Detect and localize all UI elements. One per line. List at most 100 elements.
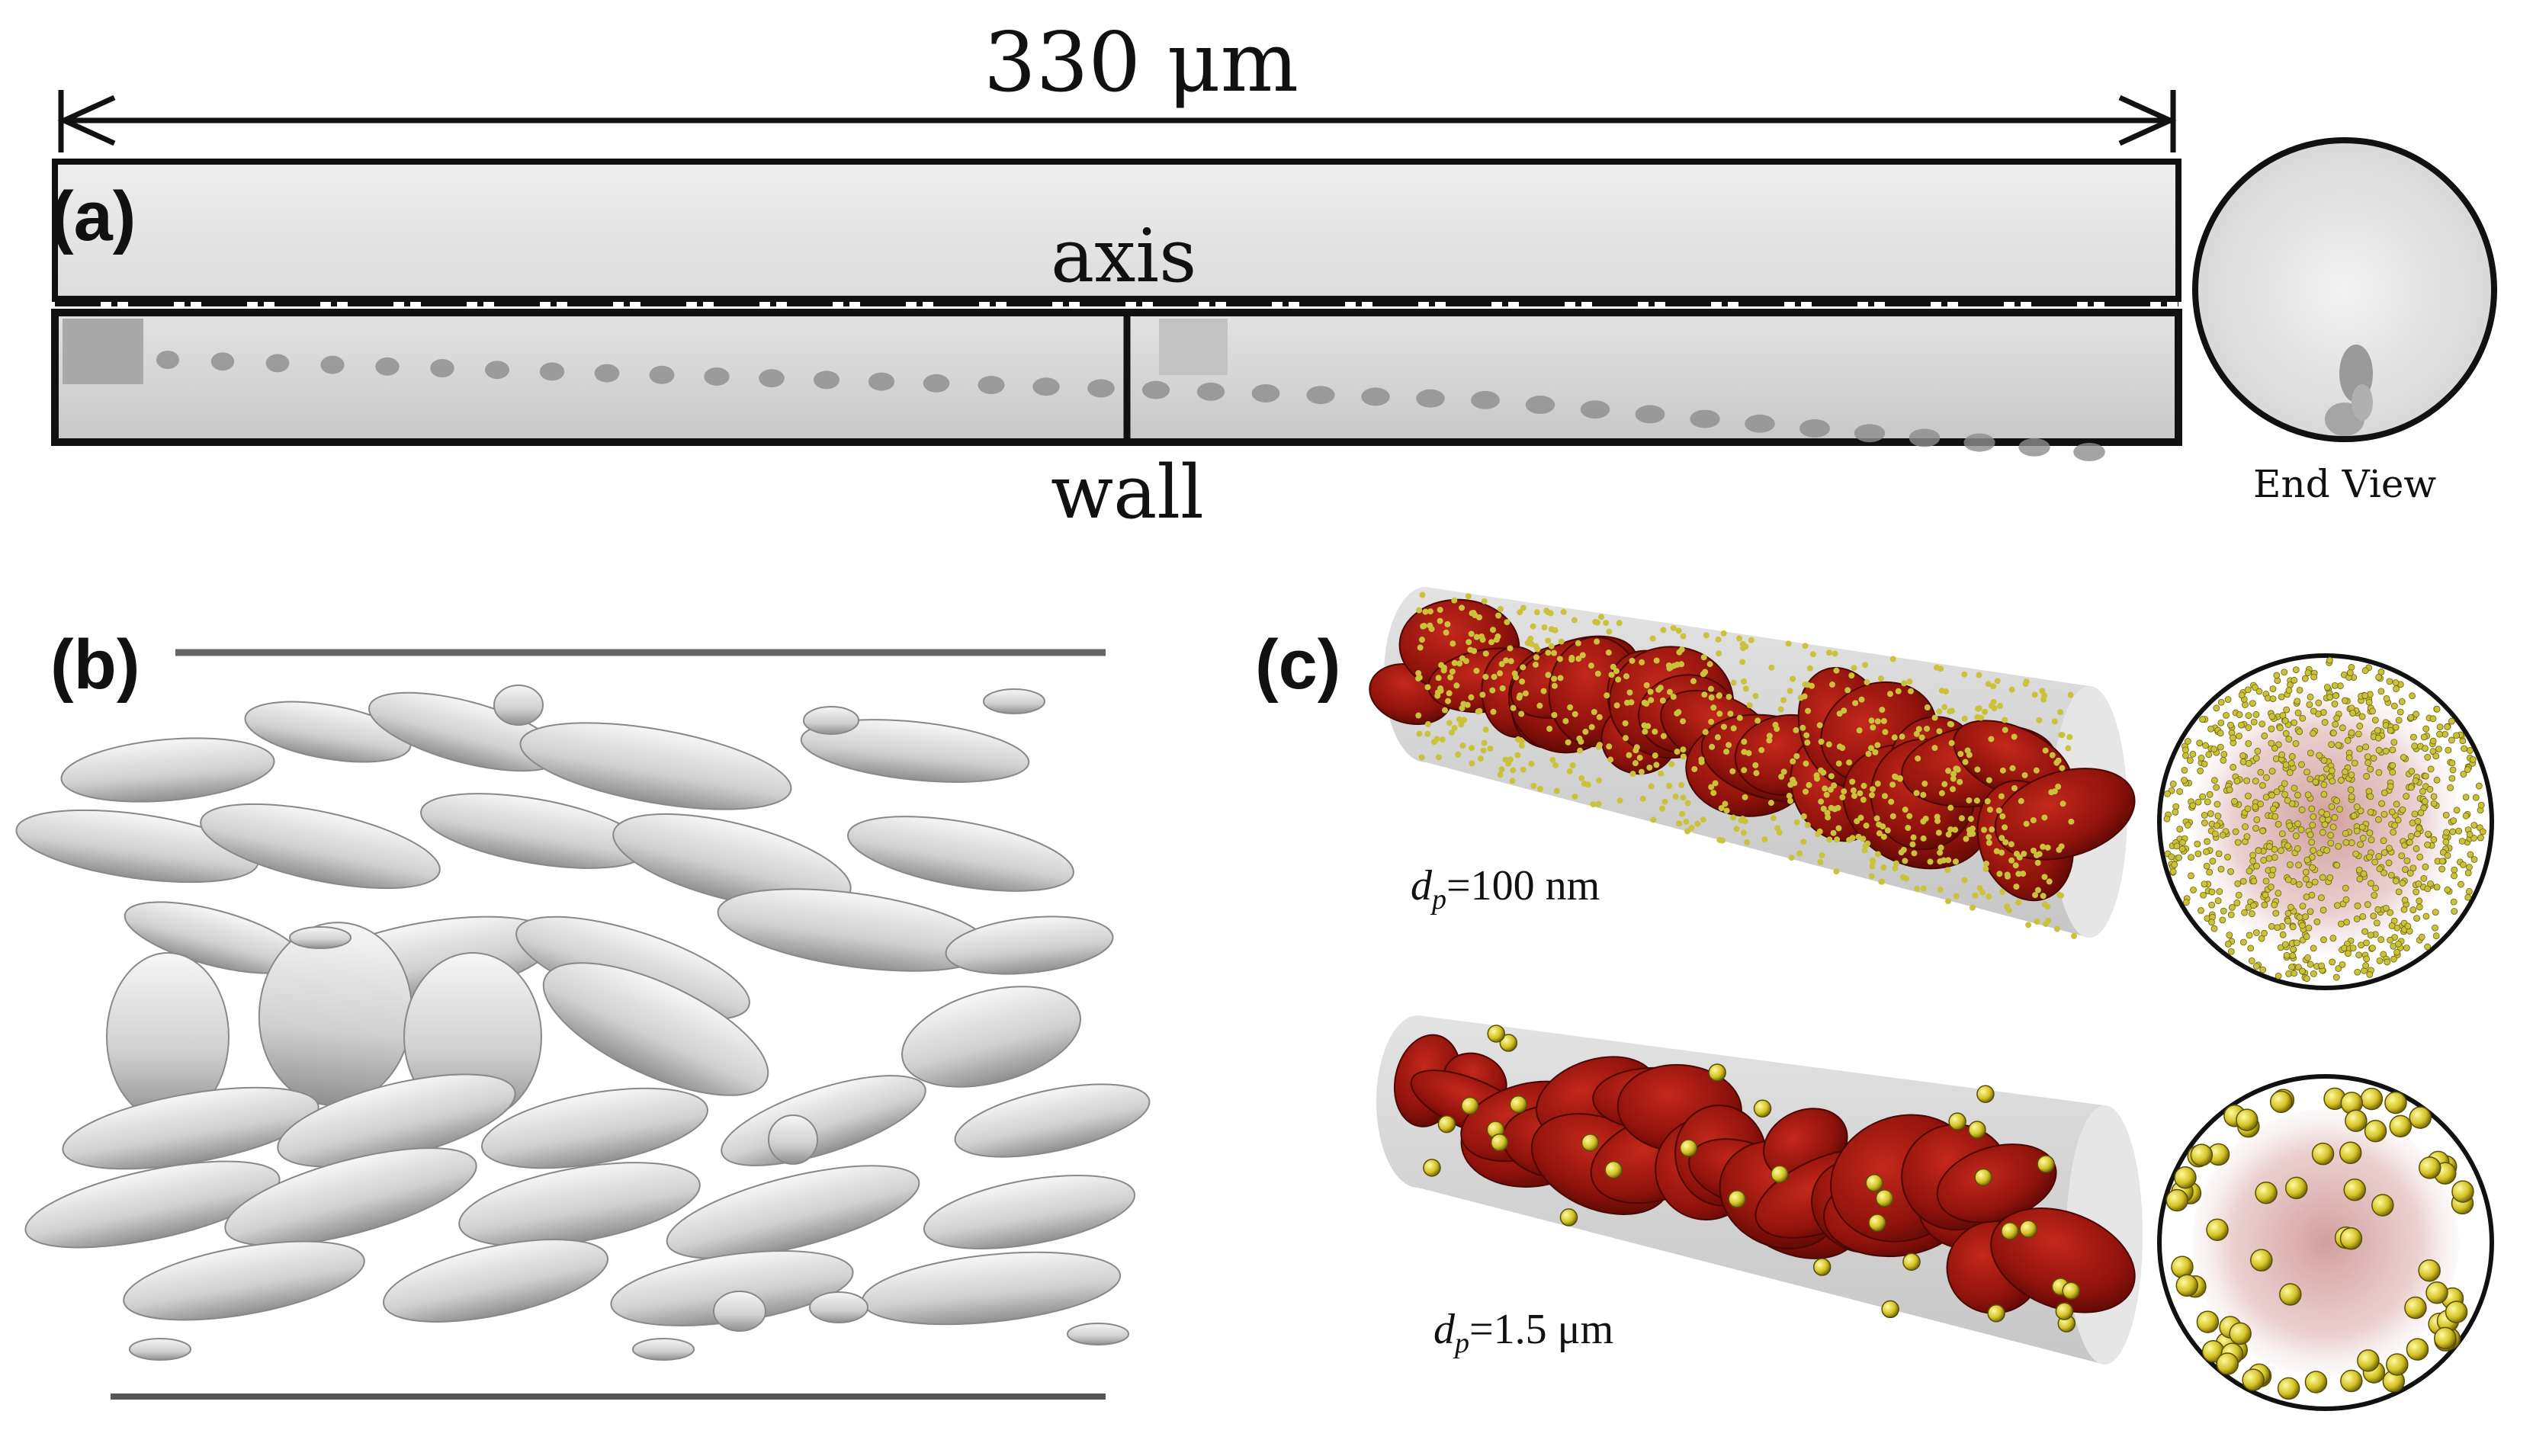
nanoparticle (1584, 781, 1591, 788)
nanoparticle (1509, 778, 1516, 784)
microparticle (2196, 1310, 2220, 1333)
nanoparticle (2320, 781, 2328, 788)
nanoparticle (2184, 822, 2191, 829)
nanoparticle (2291, 970, 2298, 977)
nanoparticle (2302, 868, 2310, 876)
nanoparticle (1710, 704, 1717, 711)
nanoparticle (1639, 795, 1646, 802)
nanoparticle (2375, 746, 2383, 754)
nanoparticle (2268, 725, 2275, 733)
nanoparticle (2301, 675, 2309, 682)
nanoparticle (1733, 826, 1740, 832)
nanoparticle (2363, 939, 2370, 947)
nanoparticle (2453, 807, 2461, 814)
nanoparticle (1536, 786, 1543, 793)
nanoparticle (2252, 710, 2260, 718)
nanoparticle (2315, 699, 2323, 707)
nanoparticle (2365, 698, 2373, 706)
nanoparticle (1985, 681, 1992, 688)
nanoparticle (1979, 889, 1986, 896)
nanoparticle (1922, 815, 1929, 822)
nanoparticle (1560, 608, 1567, 615)
nanoparticle (1520, 766, 1527, 773)
nanoparticle (2319, 829, 2326, 836)
nanoparticle (2254, 748, 2262, 755)
microparticle (1679, 1139, 1698, 1157)
nanoparticle (1416, 607, 1423, 614)
nanoparticle (1767, 800, 1774, 807)
nanoparticle (1991, 705, 1998, 712)
nanoparticle (1545, 637, 1552, 644)
nanoparticle (1647, 688, 1654, 695)
nanoparticle (2261, 901, 2268, 909)
nanoparticle (1860, 797, 1867, 803)
rbc-small (713, 1291, 766, 1332)
nanoparticle (1963, 835, 1970, 842)
nanoparticle (1434, 692, 1441, 699)
nanoparticle (2268, 713, 2276, 720)
nanoparticle (1961, 671, 1968, 678)
nanoparticle (1975, 705, 1982, 712)
nanoparticle (1921, 781, 1928, 787)
nanoparticle (2252, 755, 2260, 762)
nanoparticle (2408, 768, 2416, 775)
nanoparticle (2422, 863, 2429, 871)
particle-size-label-top: dp=100 nm (1411, 862, 1600, 916)
nanoparticle (2223, 711, 2230, 719)
nanoparticle (1455, 751, 1462, 758)
nanoparticle (2040, 893, 2047, 900)
nanoparticle (1741, 739, 1748, 746)
nanoparticle (1437, 617, 1443, 624)
nanoparticle (1482, 673, 1489, 680)
nanoparticle (2432, 924, 2438, 932)
nanoparticle (1797, 694, 1804, 701)
nanoparticle (1785, 640, 1792, 647)
nanoparticle (2284, 842, 2291, 849)
nanoparticle (1488, 639, 1495, 646)
cross-section-bottom (2157, 1074, 2494, 1411)
nanoparticle (1680, 718, 1687, 725)
microparticle (1708, 1063, 1726, 1082)
nanoparticle (1437, 688, 1444, 694)
rbc-dot (649, 365, 675, 384)
nanoparticle (1613, 668, 1620, 675)
nanoparticle (1739, 659, 1746, 665)
nanoparticle (1495, 612, 1502, 619)
microparticle (1753, 1099, 1772, 1118)
nanoparticle (1594, 619, 1600, 626)
nanoparticle (1616, 797, 1623, 804)
nanoparticle (1648, 783, 1655, 790)
nanoparticle (2015, 871, 2022, 877)
nanoparticle (2236, 711, 2243, 718)
nanoparticle (2398, 852, 2406, 860)
nanoparticle (2318, 962, 2326, 970)
nanoparticle (2334, 902, 2341, 909)
rbc-dot (375, 357, 400, 376)
rbc-dot (1963, 433, 1995, 452)
nanoparticle (1962, 758, 1969, 765)
nanoparticle (2339, 961, 2346, 968)
nanoparticle (2278, 847, 2284, 855)
nanoparticle (1424, 730, 1431, 737)
nanoparticle (2328, 767, 2336, 775)
nanoparticle (2367, 793, 2374, 800)
nanoparticle (2303, 856, 2311, 864)
nanoparticle (1530, 623, 1536, 630)
nanoparticles-top (1415, 592, 2077, 939)
nanoparticle (1629, 771, 1636, 778)
microparticle (2434, 1326, 2457, 1350)
nanoparticle (2239, 877, 2247, 885)
nanoparticle (1578, 738, 1584, 745)
nanoparticle (2250, 902, 2257, 909)
nanoparticle (2407, 832, 2415, 840)
nanoparticle (2313, 918, 2321, 925)
rbc-dot (868, 372, 895, 391)
nanoparticle (1524, 640, 1531, 646)
nanoparticle (1973, 797, 1980, 804)
nanoparticle (2477, 801, 2485, 809)
nanoparticle (1718, 805, 1725, 812)
nanoparticle (2358, 713, 2366, 720)
nanoparticle (2059, 800, 2066, 807)
nanoparticle (2275, 890, 2282, 897)
nanoparticle (2045, 917, 2052, 924)
